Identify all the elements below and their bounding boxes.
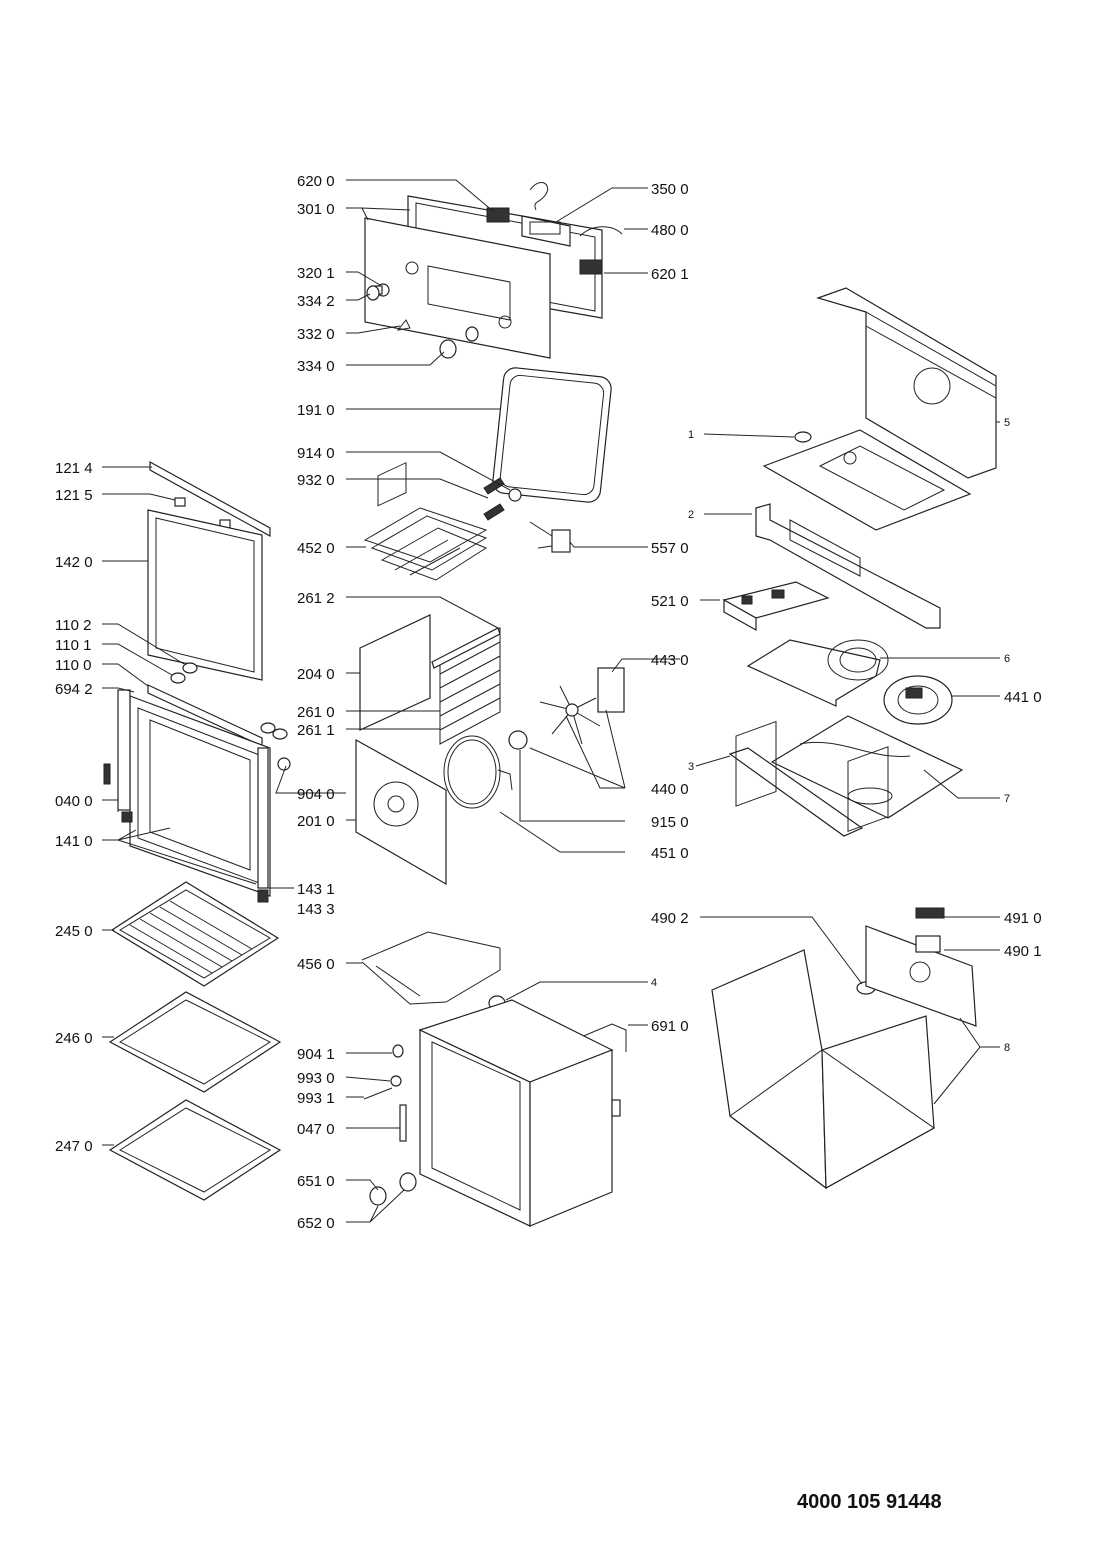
document-number: 4000 105 91448 xyxy=(797,1491,942,1513)
callout-2: 2 xyxy=(688,509,694,521)
baking-tray xyxy=(108,991,282,1093)
callout-456-0: 456 0 xyxy=(297,956,335,973)
front-trim-strip xyxy=(728,747,864,837)
callout-110-2: 110 2 xyxy=(55,617,91,634)
callout-620-1: 620 1 xyxy=(651,266,689,283)
callout-4: 4 xyxy=(651,977,657,989)
back-cover xyxy=(359,461,431,731)
callout-993-1: 993 1 xyxy=(297,1090,335,1107)
callout-491-0: 491 0 xyxy=(1004,910,1042,927)
callout-labels: 620 0 301 0 320 1 334 2 332 0 334 0 350 … xyxy=(55,173,1042,1232)
outer-housing xyxy=(711,720,935,1190)
callout-652-0: 652 0 xyxy=(297,1215,335,1232)
callout-452-0: 452 0 xyxy=(297,540,335,557)
callout-261-2: 261 2 xyxy=(297,590,335,607)
callout-332-0: 332 0 xyxy=(297,326,335,343)
lower-heating-element xyxy=(361,931,501,1005)
callout-521-0: 521 0 xyxy=(651,593,689,610)
callout-480-0: 480 0 xyxy=(651,222,689,239)
callout-121-5: 121 5 xyxy=(55,487,93,504)
callout-451-0: 451 0 xyxy=(651,845,689,862)
wire-rack xyxy=(110,881,280,987)
callout-142-0: 142 0 xyxy=(55,554,93,571)
callout-261-1: 261 1 xyxy=(297,722,335,739)
callout-143-3: 143 3 xyxy=(297,901,335,918)
callout-047-0: 047 0 xyxy=(297,1121,335,1138)
callout-914-0: 914 0 xyxy=(297,445,335,462)
callout-334-2: 334 2 xyxy=(297,293,335,310)
callout-691-0: 691 0 xyxy=(651,1018,689,1035)
callout-247-0: 247 0 xyxy=(55,1138,93,1155)
callout-350-0: 350 0 xyxy=(651,181,689,198)
control-panel-group xyxy=(364,181,623,359)
callout-993-0: 993 0 xyxy=(297,1070,335,1087)
callout-121-4: 121 4 xyxy=(55,460,93,477)
callout-040-0: 040 0 xyxy=(55,793,93,810)
door-seal-gasket xyxy=(492,367,612,503)
circular-heating-element xyxy=(443,735,513,809)
thermostat-part xyxy=(529,521,571,553)
callout-191-0: 191 0 xyxy=(297,402,335,419)
callout-490-2: 490 2 xyxy=(651,910,689,927)
drip-pan xyxy=(108,1099,282,1201)
cooling-fan xyxy=(883,675,953,725)
callout-301-0: 301 0 xyxy=(297,201,335,218)
callout-443-0: 443 0 xyxy=(651,652,689,669)
callout-246-0: 246 0 xyxy=(55,1030,93,1047)
callout-5: 5 xyxy=(1004,417,1010,429)
callout-440-0: 440 0 xyxy=(651,781,689,798)
callout-6: 6 xyxy=(1004,653,1010,665)
top-plate xyxy=(762,429,972,531)
callout-245-0: 245 0 xyxy=(55,923,93,940)
cooling-fan-plate xyxy=(746,639,889,707)
callout-334-0: 334 0 xyxy=(297,358,335,375)
oven-cavity xyxy=(418,999,621,1227)
callout-320-1: 320 1 xyxy=(297,265,335,282)
fan-assembly xyxy=(508,667,625,750)
callout-694-2: 694 2 xyxy=(55,681,93,698)
callout-651-0: 651 0 xyxy=(297,1173,335,1190)
callout-201-0: 201 0 xyxy=(297,813,335,830)
control-board xyxy=(722,581,830,632)
grill-element xyxy=(363,507,488,581)
callout-915-0: 915 0 xyxy=(651,814,689,831)
callout-7: 7 xyxy=(1004,793,1010,805)
callout-490-1: 490 1 xyxy=(1004,943,1042,960)
door-group xyxy=(103,460,291,903)
callout-904-0: 904 0 xyxy=(297,786,335,803)
leader-lines xyxy=(102,179,1000,1223)
side-rails xyxy=(431,627,501,745)
callout-110-1: 110 1 xyxy=(55,637,91,654)
callout-557-0: 557 0 xyxy=(651,540,689,557)
callout-1: 1 xyxy=(688,429,694,441)
rear-panel xyxy=(865,907,977,1027)
callout-143-1: 143 1 xyxy=(297,881,335,898)
callout-8: 8 xyxy=(1004,1042,1010,1054)
callout-904-1: 904 1 xyxy=(297,1046,335,1063)
callout-932-0: 932 0 xyxy=(297,472,335,489)
bottom-duct-plate xyxy=(770,715,964,819)
callout-204-0: 204 0 xyxy=(297,666,335,683)
callout-110-0: 110 0 xyxy=(55,657,91,674)
callout-620-0: 620 0 xyxy=(297,173,335,190)
duct-bracket xyxy=(755,503,941,629)
callout-3: 3 xyxy=(688,761,694,773)
fan-cover xyxy=(355,738,447,886)
callout-141-0: 141 0 xyxy=(55,833,93,850)
callout-261-0: 261 0 xyxy=(297,704,335,721)
callout-441-0: 441 0 xyxy=(1004,689,1042,706)
